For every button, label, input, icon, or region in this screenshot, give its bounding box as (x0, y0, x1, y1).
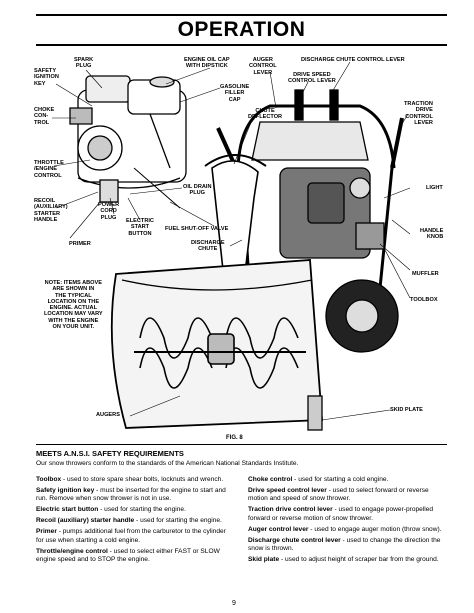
definition-text: - used for starting the engine. (98, 506, 186, 514)
definitions-right-column: Choke control - used for starting a cold… (248, 476, 447, 567)
definition-text: - used for starting a cold engine. (292, 476, 389, 483)
definition-term: Skid plate (248, 556, 280, 564)
definition-term: Recoil (auxiliary) starter handle (36, 517, 135, 525)
callout-chute-deflector: CHUTE DEFLECTOR (248, 108, 283, 121)
definition-item: Drive speed control lever - used to sele… (248, 487, 447, 504)
section-heading: MEETS A.N.S.I. SAFETY REQUIREMENTS (36, 449, 184, 458)
page-number: 9 (232, 600, 236, 607)
callout-fuel-shut-off-valve: FUEL SHUT-OFF VALVE (165, 226, 229, 232)
definition-term: Throttle/engine control (36, 547, 108, 555)
definition-item: Toolbox - used to store spare shear bolt… (36, 476, 235, 484)
snow-thrower-illustration (52, 61, 411, 431)
callout-gasoline-filler-cap: GASOLINE FILLER CAP (220, 84, 250, 103)
definition-term: Safety ignition key (36, 487, 95, 494)
title-bar: OPERATION (36, 14, 447, 46)
callout-choke-control: CHOKE CON- TROL (34, 107, 55, 126)
definition-item: Discharge chute control lever - used to … (248, 537, 447, 554)
definition-item: Primer - pumps additional fuel from the … (36, 528, 235, 545)
callout-muffler: MUFFLER (412, 271, 439, 277)
callout-traction-drive-control-lever: TRACTION DRIVE CONTROL LEVER (404, 101, 433, 126)
definition-text: - used to engage power-propelled forward… (248, 506, 434, 522)
callout-oil-drain-plug: OIL DRAIN PLUG (183, 184, 212, 197)
section-divider (36, 444, 447, 445)
definition-term: Choke control (248, 476, 293, 483)
definition-term: Discharge chute control lever (248, 536, 341, 544)
definition-item: Traction drive control lever - used to e… (248, 506, 447, 523)
callout-electric-start-button: ELECTRIC START BUTTON (126, 218, 154, 237)
definition-text: - used to select either FAST or SLOW eng… (36, 547, 220, 564)
definition-term: Electric start button (36, 506, 99, 514)
definition-item: Safety ignition key - must be inserted f… (36, 487, 235, 504)
callout-discharge-chute-control-lever: DISCHARGE CHUTE CONTROL LEVER (301, 57, 405, 63)
definition-term: Auger control lever (248, 525, 309, 533)
callout-recoil-starter-handle: RECOIL (AUXILIARY) STARTER HANDLE (34, 198, 68, 223)
callout-handle-knob: HANDLE KNOB (420, 228, 444, 241)
engine-inset (69, 75, 187, 209)
callout-primer: PRIMER (69, 241, 91, 247)
definition-text: - used to adjust height of scraper bar f… (279, 556, 439, 564)
callout-augers: AUGERS (96, 412, 120, 418)
callout-safety-ignition-key: SAFETY IGNITION KEY (34, 68, 59, 87)
definition-text: - pumps additional fuel from the carbure… (36, 528, 226, 544)
definition-term: Drive speed control lever (248, 487, 327, 494)
definition-text: - used to select forward or reverse moti… (248, 487, 429, 503)
page-title: OPERATION (177, 18, 306, 41)
definition-item: Electric start button - used for startin… (36, 506, 235, 514)
callout-auger-control-lever: AUGER CONTROL LEVER (249, 57, 277, 76)
figure-label: FIG. 8 (226, 435, 243, 441)
definition-text: - used to engage auger motion (throw sno… (308, 525, 442, 533)
definition-text: - used to store spare shear bolts, lockn… (61, 476, 224, 483)
definition-item: Auger control lever - used to engage aug… (248, 526, 447, 534)
callout-note: NOTE: ITEMS ABOVE ARE SHOWN IN THE TYPIC… (44, 280, 103, 331)
callout-power-cord-plug: POWER CORD PLUG (98, 202, 120, 221)
definition-item: Throttle/engine control - used to select… (36, 548, 235, 565)
callout-engine-oil-cap: ENGINE OIL CAP WITH DIPSTICK (184, 57, 230, 70)
callout-drive-speed-control-lever: DRIVE SPEED CONTROL LEVER (288, 72, 336, 85)
definitions-left-column: Toolbox - used to store spare shear bolt… (36, 476, 235, 567)
definition-text: - used for starting the engine. (134, 517, 222, 525)
definition-text: - must be inserted for the engine to sta… (36, 487, 226, 503)
definition-item: Recoil (auxiliary) starter handle - used… (36, 517, 235, 525)
callout-toolbox: TOOLBOX (410, 297, 438, 303)
definition-term: Toolbox (36, 476, 62, 483)
definition-item: Skid plate - used to adjust height of sc… (248, 556, 447, 564)
callout-throttle-engine-control: THROTTLE /ENGINE CONTROL (34, 160, 64, 179)
callout-skid-plate: SKID PLATE (390, 407, 423, 413)
section-intro: Our snow throwers conform to the standar… (36, 460, 299, 467)
definition-term: Primer (36, 528, 57, 536)
definition-text: - used to change the direction the snow … (248, 536, 441, 553)
callout-discharge-chute: DISCHARGE CHUTE (191, 240, 225, 253)
definition-item: Choke control - used for starting a cold… (248, 476, 447, 484)
definition-term: Traction drive control lever (248, 506, 333, 514)
callout-light: LIGHT (426, 185, 443, 191)
callout-spark-plug: SPARK PLUG (74, 57, 94, 70)
